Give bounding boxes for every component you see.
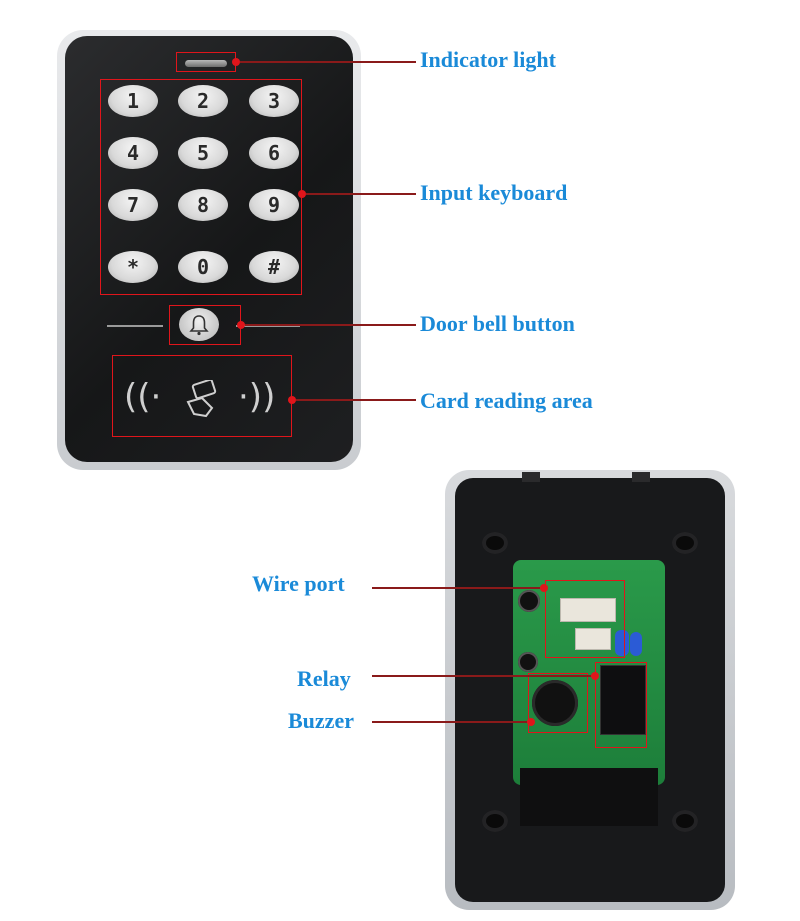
relay-label: Relay — [297, 666, 351, 691]
indicator-light-dot — [232, 58, 240, 66]
card-reading-dot — [288, 396, 296, 404]
capacitor — [518, 590, 540, 612]
wire-port-highlight — [545, 580, 625, 658]
key-9[interactable]: 9 — [249, 189, 299, 221]
wire-port-connector-large — [560, 598, 616, 622]
buzzer-component — [532, 680, 578, 726]
mount-hole-icon — [482, 810, 508, 832]
key-star[interactable]: * — [108, 251, 158, 283]
key-8[interactable]: 8 — [178, 189, 228, 221]
indicator-light-highlight — [176, 52, 236, 72]
relay-component — [600, 665, 646, 735]
key-1[interactable]: 1 — [108, 85, 158, 117]
input-keyboard-leader — [306, 193, 416, 195]
door-bell-button-label: Door bell button — [420, 311, 575, 336]
indicator-light — [185, 60, 227, 67]
key-5[interactable]: 5 — [178, 137, 228, 169]
card-tap-icon — [186, 380, 217, 418]
wire-port-connector-small — [575, 628, 611, 650]
wire-port-dot — [540, 584, 548, 592]
key-0[interactable]: 0 — [178, 251, 228, 283]
card-reading-leader — [296, 399, 416, 401]
card-reading-highlight — [112, 355, 292, 437]
housing-clip — [522, 472, 540, 482]
card-reading-area-label: Card reading area — [420, 388, 593, 413]
buzzer-label: Buzzer — [288, 708, 354, 733]
divider-right — [236, 325, 300, 327]
input-keyboard-label: Input keyboard — [420, 180, 568, 205]
key-2[interactable]: 2 — [178, 85, 228, 117]
bell-icon — [189, 314, 209, 335]
capacitor — [518, 652, 538, 672]
housing-clip — [632, 472, 650, 482]
door-bell-highlight — [169, 305, 241, 345]
capacitor-blue — [615, 630, 629, 656]
relay-dot — [591, 672, 599, 680]
divider-left — [107, 325, 163, 327]
wire-port-label: Wire port — [252, 571, 345, 596]
rfid-wave-left-icon: ((· — [124, 377, 162, 417]
input-keyboard-dot — [298, 190, 306, 198]
door-bell-dot — [237, 321, 245, 329]
key-6[interactable]: 6 — [249, 137, 299, 169]
key-7[interactable]: 7 — [108, 189, 158, 221]
rfid-wave-right-icon: ·)) — [238, 377, 276, 417]
key-4[interactable]: 4 — [108, 137, 158, 169]
buzzer-highlight — [528, 673, 588, 733]
key-hash[interactable]: # — [249, 251, 299, 283]
key-3[interactable]: 3 — [249, 85, 299, 117]
buzzer-leader — [372, 721, 527, 723]
door-bell-leader — [245, 324, 416, 326]
wire-port-leader — [372, 587, 540, 589]
buzzer-dot — [527, 718, 535, 726]
relay-highlight — [595, 662, 647, 748]
door-bell-button[interactable] — [179, 308, 219, 341]
relay-leader — [372, 675, 591, 677]
input-keyboard-highlight — [100, 79, 302, 295]
indicator-light-leader — [240, 61, 416, 63]
mount-hole-icon — [672, 810, 698, 832]
mount-hole-icon — [482, 532, 508, 554]
mount-hole-icon — [672, 532, 698, 554]
capacitor-blue — [630, 632, 642, 656]
indicator-light-label: Indicator light — [420, 47, 556, 72]
mount-bracket — [520, 768, 658, 826]
